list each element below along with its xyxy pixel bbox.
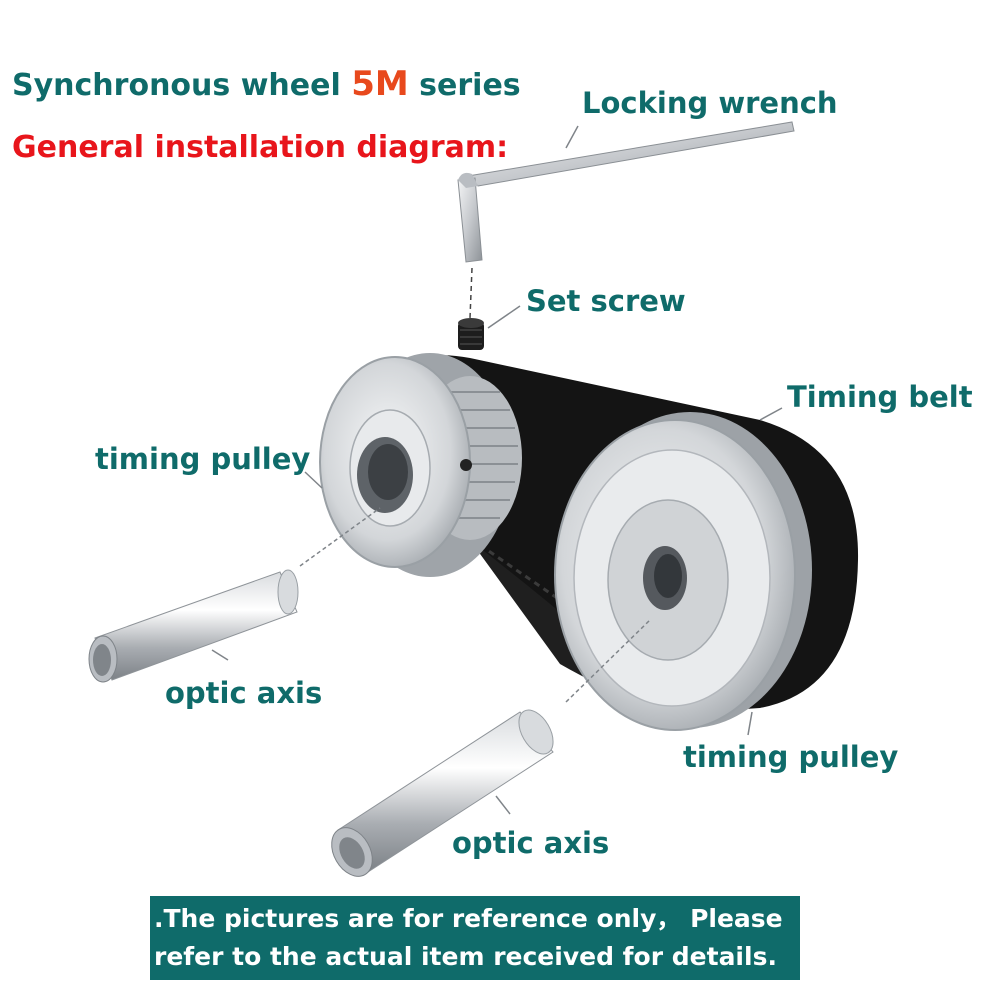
locking-wrench [457,121,795,263]
diagram-title-line2: General installation diagram: [12,130,509,165]
timing-pulley-small [319,353,522,577]
label-locking-wrench: Locking wrench [582,86,838,120]
reference-note-banner: .The pictures are for reference only， Pl… [150,896,800,980]
note-line1: .The pictures are for reference only， Pl… [154,904,783,933]
label-timing-belt: Timing belt [787,380,973,414]
diagram-title-line1: Synchronous wheel 5M series [12,64,521,104]
note-line2: refer to the actual item received for de… [154,942,777,971]
optic-axis-left [88,569,299,683]
label-timing-pulley-right: timing pulley [683,740,899,774]
optic-axis-bottom [331,709,554,877]
title-suffix: series [419,68,521,103]
label-set-screw: Set screw [526,284,686,318]
label-optic-axis-bottom: optic axis [452,826,610,860]
set-screw [458,318,484,350]
timing-pulley-large [554,412,812,731]
title-series-accent: 5M [351,64,409,104]
label-timing-pulley-left: timing pulley [95,442,311,476]
title-prefix: Synchronous wheel [12,68,341,103]
label-optic-axis-left: optic axis [165,676,323,710]
leader-lines [211,125,783,815]
